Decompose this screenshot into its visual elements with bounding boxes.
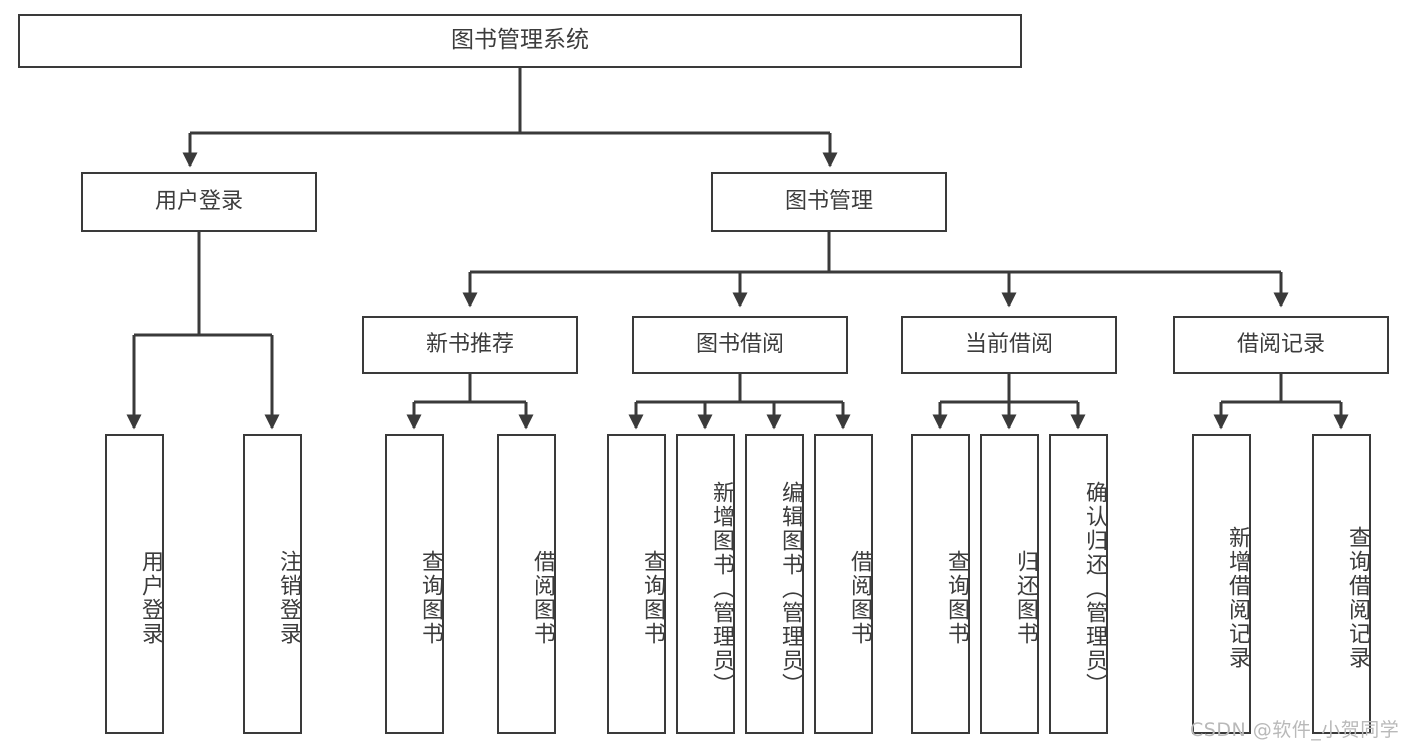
leaf-new-book-borrow-book[interactable]: 借阅图书 bbox=[497, 434, 556, 734]
node-label: 查询图书 bbox=[944, 550, 969, 646]
node-root-book-management-system[interactable]: 图书管理系统 bbox=[18, 14, 1022, 68]
leaf-current-borrow-return-book[interactable]: 归还图书 bbox=[980, 434, 1039, 734]
node-label: 借阅记录 bbox=[1236, 331, 1325, 357]
leaf-book-borrow-edit-book-admin[interactable]: 编辑图书（管理员） bbox=[745, 434, 804, 734]
node-label: 新书推荐 bbox=[425, 331, 514, 357]
node-label: 新增图书（管理员） bbox=[709, 481, 734, 697]
leaf-current-borrow-query-book[interactable]: 查询图书 bbox=[911, 434, 970, 734]
node-label: 当前借阅 bbox=[964, 331, 1053, 357]
watermark-text: CSDN @软件_小贺同学 bbox=[1190, 719, 1400, 741]
node-label: 用户登录 bbox=[154, 188, 243, 214]
node-borrow-record[interactable]: 借阅记录 bbox=[1173, 316, 1389, 374]
node-label: 图书管理 bbox=[784, 188, 873, 214]
node-label: 查询借阅记录 bbox=[1345, 526, 1370, 670]
leaf-user-login-login[interactable]: 用户登录 bbox=[105, 434, 164, 734]
node-label: 借阅图书 bbox=[530, 550, 555, 646]
leaf-user-login-logout[interactable]: 注销登录 bbox=[243, 434, 302, 734]
node-label: 归还图书 bbox=[1013, 550, 1038, 646]
node-label: 图书借阅 bbox=[695, 331, 784, 357]
leaf-borrow-record-add-record[interactable]: 新增借阅记录 bbox=[1192, 434, 1251, 734]
node-new-book-recommend[interactable]: 新书推荐 bbox=[362, 316, 578, 374]
node-label: 确认归还（管理员） bbox=[1082, 481, 1107, 697]
leaf-new-book-query-book[interactable]: 查询图书 bbox=[385, 434, 444, 734]
leaf-borrow-record-query-record[interactable]: 查询借阅记录 bbox=[1312, 434, 1371, 734]
csdn-watermark: CSDN @软件_小贺同学 bbox=[1190, 715, 1399, 742]
node-current-borrow[interactable]: 当前借阅 bbox=[901, 316, 1117, 374]
node-label: 借阅图书 bbox=[847, 550, 872, 646]
node-user-login[interactable]: 用户登录 bbox=[81, 172, 317, 232]
leaf-book-borrow-add-book-admin[interactable]: 新增图书（管理员） bbox=[676, 434, 735, 734]
leaf-book-borrow-query-book[interactable]: 查询图书 bbox=[607, 434, 666, 734]
node-book-management[interactable]: 图书管理 bbox=[711, 172, 947, 232]
node-label: 注销登录 bbox=[276, 550, 301, 646]
node-label: 编辑图书（管理员） bbox=[778, 481, 803, 697]
node-label: 查询图书 bbox=[640, 550, 665, 646]
node-label: 图书管理系统 bbox=[451, 27, 589, 54]
node-label: 新增借阅记录 bbox=[1225, 526, 1250, 670]
node-label: 查询图书 bbox=[418, 550, 443, 646]
leaf-current-borrow-confirm-return-admin[interactable]: 确认归还（管理员） bbox=[1049, 434, 1108, 734]
node-label: 用户登录 bbox=[138, 550, 163, 646]
node-book-borrow[interactable]: 图书借阅 bbox=[632, 316, 848, 374]
leaf-book-borrow-borrow-book[interactable]: 借阅图书 bbox=[814, 434, 873, 734]
